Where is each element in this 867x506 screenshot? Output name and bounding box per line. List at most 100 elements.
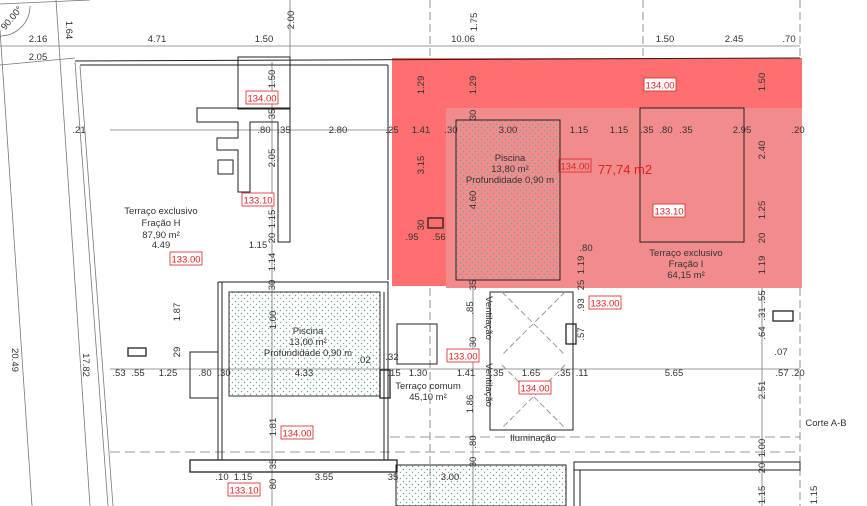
pool-1-title: Piscina: [495, 153, 526, 164]
dimension-label: 1.87: [172, 303, 183, 322]
dimension-label: .93: [576, 298, 587, 311]
level-mark: 134.00: [280, 425, 314, 440]
level-mark: 133.10: [227, 482, 261, 497]
dimension-label: 35: [268, 459, 279, 470]
level-mark-box: [652, 203, 686, 218]
dimension-label: 20: [757, 233, 768, 244]
level-mark-box: [643, 77, 677, 92]
dimension-label: 4.33: [295, 368, 314, 379]
level-mark-value: 134.00: [247, 94, 276, 105]
dimension-label: .30: [444, 125, 457, 136]
dimension-label: 30: [468, 110, 479, 121]
dimension-label: .31: [757, 307, 768, 320]
terrace-h-unit: Fração H: [141, 218, 180, 229]
dimension-label: 20: [267, 233, 278, 244]
lighting-label: Iluminação: [510, 433, 556, 444]
level-mark-box: [558, 158, 592, 173]
dimension-label: 1.81: [268, 418, 279, 437]
walls: [74, 56, 801, 506]
dimension-label: .85: [465, 301, 476, 314]
dimension-label: .80: [659, 125, 672, 136]
level-mark: 133.00: [169, 251, 203, 266]
dimension-label: 35: [267, 109, 278, 120]
dimension-label: 1.15: [809, 486, 820, 505]
dimension-label: 1.15: [267, 210, 278, 229]
terrace-i-area: 64,15 m²: [667, 270, 705, 281]
dimension-label: .55: [757, 290, 768, 303]
dimension-label: .35: [557, 368, 570, 379]
dimension-label: .64: [757, 326, 768, 339]
dimension-label: 30: [416, 220, 427, 231]
dimension-label: 30: [468, 337, 479, 348]
dimension-label: .02: [357, 355, 370, 366]
dimension-label: .56: [432, 232, 445, 243]
dimension-label: .20: [791, 368, 804, 379]
level-mark-value: 133.00: [448, 352, 477, 363]
dimension-label: 4.49: [152, 240, 171, 251]
dimension-label: .80: [579, 243, 592, 254]
pool-1-area: 13,80 m²: [491, 164, 529, 175]
level-mark-box: [280, 425, 314, 440]
dimension-label: 1.86: [465, 395, 476, 414]
level-mark-value: 133.00: [171, 255, 200, 266]
terrace-h-title: Terraço exclusivo: [124, 206, 197, 217]
dimension-label: .35: [640, 125, 653, 136]
terrace-i-unit: Fração I: [669, 259, 704, 270]
dimension-label: 1.25: [159, 368, 178, 379]
dimension-label: .80: [468, 435, 479, 448]
dimension-label: .35: [679, 125, 692, 136]
dimension-label: .57: [576, 327, 587, 340]
dimension-label: 1.15: [234, 472, 253, 483]
level-mark: 133.00: [588, 295, 622, 310]
dimension-label: 1.19: [576, 256, 587, 275]
dimension-label: 30: [267, 280, 278, 291]
dimension-label: 3.00: [499, 125, 518, 136]
dimension-label: 1.14: [267, 253, 278, 272]
dimension-label: .30: [217, 368, 230, 379]
dimension-label: 17.82: [80, 353, 91, 377]
level-mark: 134.00: [518, 380, 552, 395]
dimension-label: 2.95: [733, 125, 752, 136]
level-mark-value: 133.10: [229, 486, 258, 497]
dimension-label: .80: [257, 125, 270, 136]
dimension-label: .57: [775, 368, 788, 379]
dimension-label: 80: [268, 479, 279, 490]
level-mark-value: 134.00: [645, 81, 674, 92]
dimension-label: 1.64: [63, 21, 74, 40]
ventilation-label: Ventilação: [483, 296, 494, 340]
level-mark-box: [169, 251, 203, 266]
dimension-label: 1.15: [570, 125, 589, 136]
dimension-label: 1.30: [409, 368, 428, 379]
dimension-label: 1.41: [457, 368, 476, 379]
level-mark-box: [446, 348, 480, 363]
pool-2-title: Piscina: [293, 326, 324, 337]
dimension-label: .21: [72, 125, 85, 136]
dimension-label: .25: [385, 125, 398, 136]
level-mark-value: 133.10: [654, 207, 683, 218]
level-mark-value: 133.00: [590, 299, 619, 310]
level-mark-value: 134.00: [282, 429, 311, 440]
dimension-label: .95: [405, 232, 418, 243]
dimension-label: 1.50: [267, 70, 278, 89]
pool-2-depth: Profundidade 0,90 m: [264, 348, 352, 359]
dimension-label: 3.15: [416, 156, 427, 175]
dimension-label: 5.65: [665, 368, 684, 379]
dimension-label: .15: [387, 368, 400, 379]
level-mark-box: [241, 192, 275, 207]
dimension-label: 1.15: [249, 240, 268, 251]
dimension-label: 25: [576, 280, 587, 291]
dimension-label: 2.05: [267, 149, 278, 168]
dimension-label: 3.55: [315, 472, 334, 483]
room-labels: Terraço exclusivo Fração H 87,90 m² Terr…: [124, 153, 846, 444]
dimension-label: 2.45: [725, 34, 744, 45]
ventilation-label: Ventilação: [483, 363, 494, 407]
dimension-label: 1.25: [757, 201, 768, 220]
dimension-label: 1.41: [412, 125, 431, 136]
dimension-label: 29: [172, 347, 183, 358]
dimension-label: .07: [774, 347, 787, 358]
dimension-label: 1.29: [416, 76, 427, 95]
dimension-label: 2.16: [29, 34, 48, 45]
dimension-label: .35: [277, 125, 290, 136]
level-mark: 134.00: [643, 77, 677, 92]
dimension-label: 2.80: [329, 125, 348, 136]
